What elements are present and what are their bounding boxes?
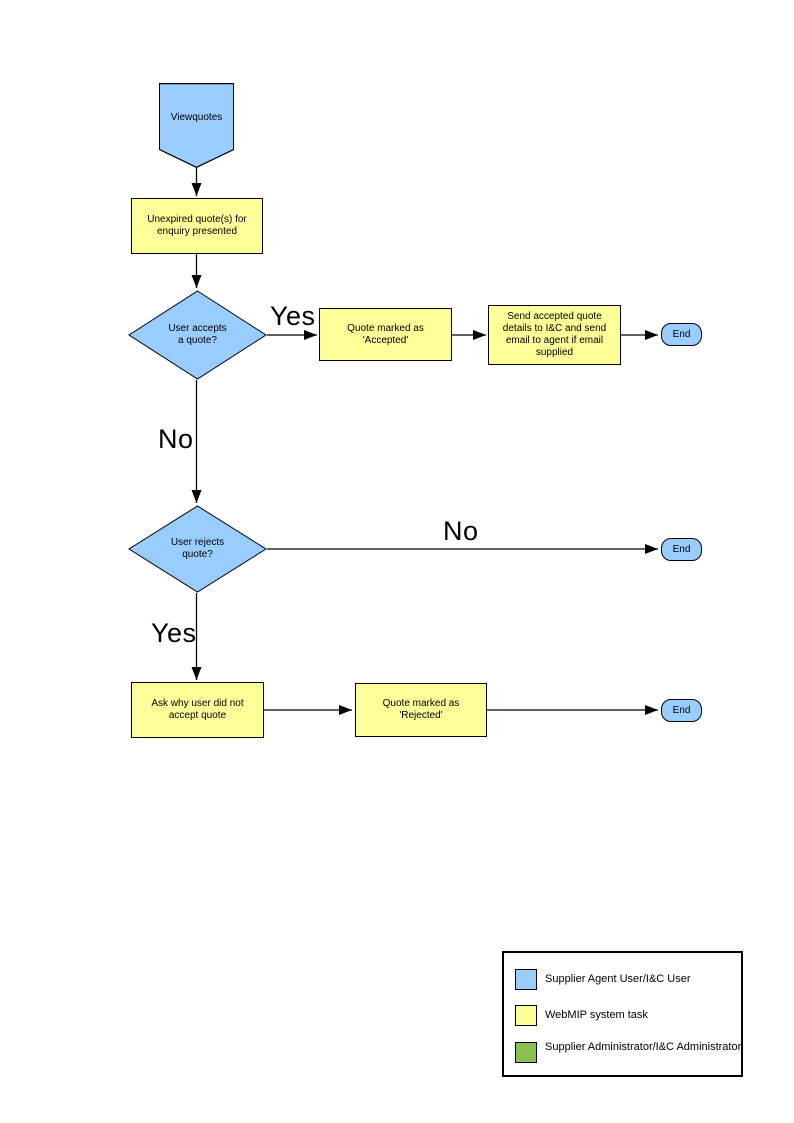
decision-user-accepts: User accepts a quote? [128, 290, 267, 380]
process-unexpired-quotes: Unexpired quote(s) for enquiry presented [131, 198, 263, 254]
edge-label-rejects-no: No [443, 516, 479, 546]
diamond-shape [128, 290, 267, 380]
terminator-end-no-reject: End [661, 538, 702, 561]
terminator-end-rejected: End [661, 699, 702, 722]
process-quote-marked-rejected-label: Quote marked as 'Rejected' [382, 698, 460, 721]
process-send-accepted-details: Send accepted quote details to I&C and s… [488, 305, 621, 365]
terminator-end-accepted: End [661, 323, 702, 346]
legend-swatch-green [515, 1042, 537, 1063]
pentagon-shape [159, 83, 234, 168]
process-quote-marked-accepted: Quote marked as 'Accepted' [319, 308, 452, 361]
legend-item-supplier-admin: Supplier Administrator/I&C Administrator [504, 1040, 742, 1063]
edge-label-rejects-yes: Yes [151, 618, 197, 648]
decision-user-accepts-label: User accepts a quote? [168, 323, 227, 346]
terminator-end-no-reject-label: End [672, 543, 691, 555]
decision-user-rejects-label: User rejects quote? [170, 537, 225, 560]
process-send-accepted-details-label: Send accepted quote details to I&C and s… [502, 311, 607, 358]
legend-label-supplier-admin: Supplier Administrator/I&C Administrator [545, 1041, 742, 1053]
start-node-viewquotes: Viewquotes [159, 83, 234, 168]
legend-label-webmip-task: WebMIP system task [545, 1009, 648, 1021]
terminator-end-accepted-label: End [672, 328, 691, 340]
edge-label-accepts-yes: Yes [270, 301, 316, 331]
legend-label-supplier-agent: Supplier Agent User/I&C User [545, 973, 691, 985]
legend-item-webmip-task: WebMIP system task [504, 1005, 741, 1027]
process-quote-marked-rejected: Quote marked as 'Rejected' [355, 683, 487, 737]
legend-swatch-blue [515, 969, 537, 990]
terminator-end-rejected-label: End [672, 704, 691, 716]
process-unexpired-quotes-label: Unexpired quote(s) for enquiry presented [147, 214, 247, 237]
legend-swatch-yellow [515, 1005, 537, 1026]
legend-item-supplier-agent: Supplier Agent User/I&C User [504, 969, 741, 991]
process-quote-marked-accepted-label: Quote marked as 'Accepted' [347, 322, 424, 346]
legend: Supplier Agent User/I&C User WebMIP syst… [502, 951, 743, 1077]
diamond-shape [128, 505, 267, 593]
process-ask-why-label: Ask why user did not accept quote [151, 698, 244, 721]
edge-label-accepts-no: No [158, 424, 194, 454]
start-node-label: Viewquotes [170, 111, 223, 123]
decision-user-rejects: User rejects quote? [128, 505, 267, 593]
process-ask-why: Ask why user did not accept quote [131, 682, 264, 738]
